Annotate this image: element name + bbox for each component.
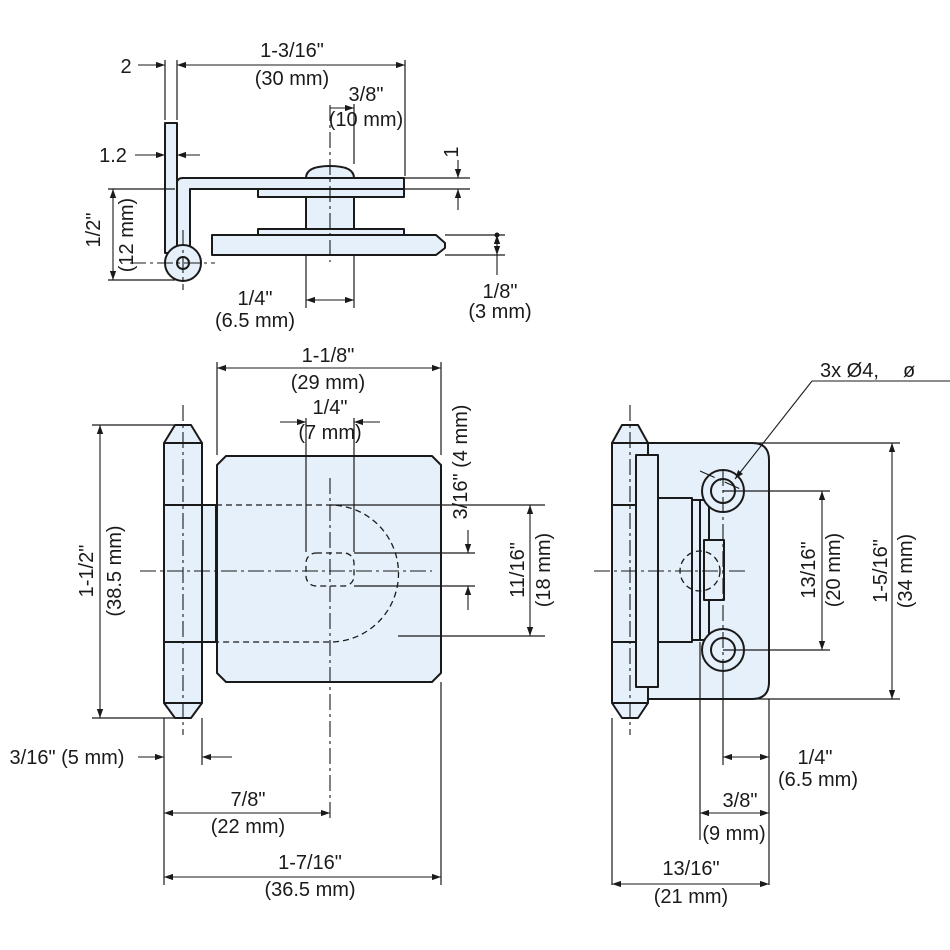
side-arm <box>176 177 405 254</box>
front-cutout-label: 11/16" <box>507 542 529 598</box>
back-hole-spacing-label: 13/16" <box>798 541 820 598</box>
side-boss-label: 1/4" <box>238 288 273 310</box>
back-hole-edge-label: 1/4" <box>798 747 833 769</box>
back-plate-label: 3/8" <box>723 790 758 812</box>
front-total-mm-label: (36.5 mm) <box>264 879 355 901</box>
side-width-label: 1-3/16" <box>260 40 324 62</box>
side-base-plate <box>211 234 446 256</box>
front-knuckle-joint <box>201 504 217 643</box>
side-upper-plate <box>257 188 405 198</box>
side-leaf <box>164 122 178 254</box>
front-cutout-mm-label: (18 mm) <box>533 533 555 607</box>
front-hidden-cutout <box>216 504 400 643</box>
back-total-mm-label: (21 mm) <box>654 886 728 908</box>
front-plate <box>216 455 442 683</box>
front-width-mm-label: (29 mm) <box>291 372 365 394</box>
front-height-mm-label: (38.5 mm) <box>104 525 126 616</box>
back-hole-edge-mm-label: (6.5 mm) <box>778 769 858 791</box>
side-plate-label: 1/8" <box>483 281 518 303</box>
back-height-label: 1-5/16" <box>870 539 892 603</box>
back-total-label: 13/16" <box>662 858 719 880</box>
side-width-mm-label: (30 mm) <box>255 68 329 90</box>
back-holes-label: 3x Ø4, <box>820 360 879 382</box>
front-center-label: 7/8" <box>231 789 266 811</box>
side-height-label: 1/2" <box>83 213 105 248</box>
front-height-label: 1-1/2" <box>76 545 98 598</box>
side-offset-label: 2 <box>120 56 131 78</box>
back-height-mm-label: (34 mm) <box>895 534 917 608</box>
side-thickness-label: 1.2 <box>99 145 127 167</box>
side-gap-label: 1 <box>441 146 463 157</box>
side-view: 1-3/16" (30 mm) 2 3/8" (10 mm) 1.2 1 1/2… <box>83 40 532 332</box>
back-hole-spacing-mm-label: (20 mm) <box>823 533 845 607</box>
back-stud <box>703 539 725 601</box>
side-knob-label: 3/8" <box>349 84 384 106</box>
front-center-mm-label: (22 mm) <box>211 816 285 838</box>
side-height-mm-label: (12 mm) <box>116 198 138 272</box>
back-holes-alt-label: ø <box>903 360 915 382</box>
back-view: 3x Ø4, ø 13/16" (20 mm) 1-5/16" (34 mm) … <box>594 360 950 908</box>
side-plate-mm-label: (3 mm) <box>468 301 531 323</box>
front-slot-mm-label: (7 mm) <box>298 422 361 444</box>
side-boss-mm-label: (6.5 mm) <box>215 310 295 332</box>
back-boss <box>657 497 693 643</box>
back-plate-mm-label: (9 mm) <box>702 823 765 845</box>
front-total-label: 1-7/16" <box>278 852 342 874</box>
front-knuckle-label: 3/16" (5 mm) <box>10 747 125 769</box>
front-width-label: 1-1/8" <box>302 345 355 367</box>
side-knob-mm-label: (10 mm) <box>329 109 403 131</box>
front-slot-label: 1/4" <box>313 397 348 419</box>
front-top-offset-label: 3/16" (4 mm) <box>450 405 472 520</box>
front-view: 1-1/8" (29 mm) 1/4" (7 mm) 3/16" (4 mm) … <box>10 345 555 901</box>
